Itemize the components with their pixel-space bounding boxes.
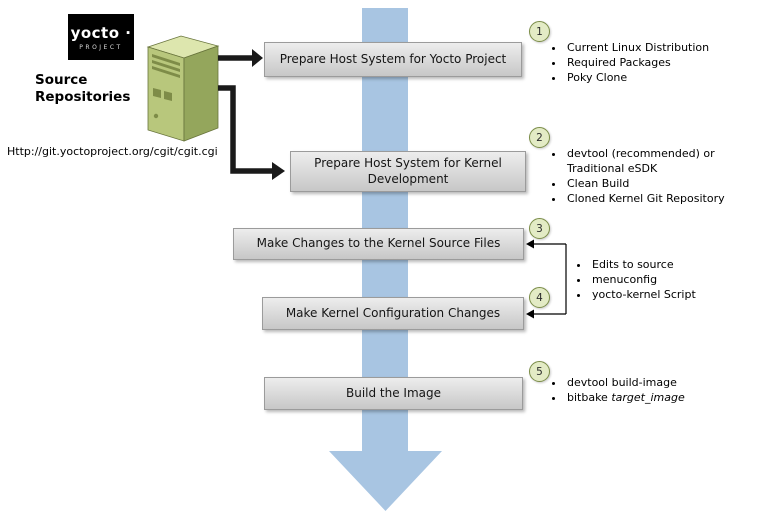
bullet-item: devtool (recommended) or Traditional eSD… (565, 146, 769, 176)
bullet-item: Cloned Kernel Git Repository (565, 191, 769, 206)
bullet-item: menuconfig (590, 272, 760, 287)
steps-3-4-shared-bullets: Edits to source menuconfig yocto-kernel … (576, 257, 760, 302)
step-box-make-source-changes: Make Changes to the Kernel Source Files (233, 228, 524, 260)
yocto-logo: yocto · PROJECT (68, 14, 134, 60)
step-5-bullets: devtool build-image bitbake target_image (551, 375, 769, 405)
bullet-text: bitbake (567, 391, 612, 404)
step-2-bullets: devtool (recommended) or Traditional eSD… (551, 146, 769, 206)
step-circle-1: 1 (529, 21, 550, 42)
bullet-item: Edits to source (590, 257, 760, 272)
step-box-build-image: Build the Image (264, 377, 523, 410)
arrow-to-step-1 (218, 49, 263, 67)
bullet-item: Current Linux Distribution (565, 40, 769, 55)
step-circle-2: 2 (529, 127, 550, 148)
repo-url: Http://git.yoctoproject.org/cgit/cgit.cg… (7, 145, 218, 158)
bracket-steps-3-4 (526, 239, 567, 319)
bullet-item: Required Packages (565, 55, 769, 70)
bullet-item: yocto-kernel Script (590, 287, 760, 302)
arrow-to-step-2 (218, 85, 285, 180)
step-circle-4: 4 (529, 287, 550, 308)
step-box-prepare-host-kernel: Prepare Host System for Kernel Developme… (290, 151, 526, 192)
yocto-logo-subtitle: PROJECT (79, 43, 123, 51)
step-1-bullets: Current Linux Distribution Required Pack… (551, 40, 769, 85)
server-icon (146, 35, 220, 142)
source-repositories-label: Source Repositories (35, 72, 131, 105)
bullet-item: bitbake target_image (565, 390, 769, 405)
step-box-prepare-host-yocto: Prepare Host System for Yocto Project (264, 42, 522, 77)
step-circle-5: 5 (529, 361, 550, 382)
bullet-item: devtool build-image (565, 375, 769, 390)
step-circle-3: 3 (529, 218, 550, 239)
yocto-logo-text: yocto · (70, 23, 132, 42)
bullet-text-italic: target_image (611, 391, 685, 404)
step-box-make-config-changes: Make Kernel Configuration Changes (262, 297, 524, 330)
bullet-item: Clean Build (565, 176, 769, 191)
bullet-item: Poky Clone (565, 70, 769, 85)
